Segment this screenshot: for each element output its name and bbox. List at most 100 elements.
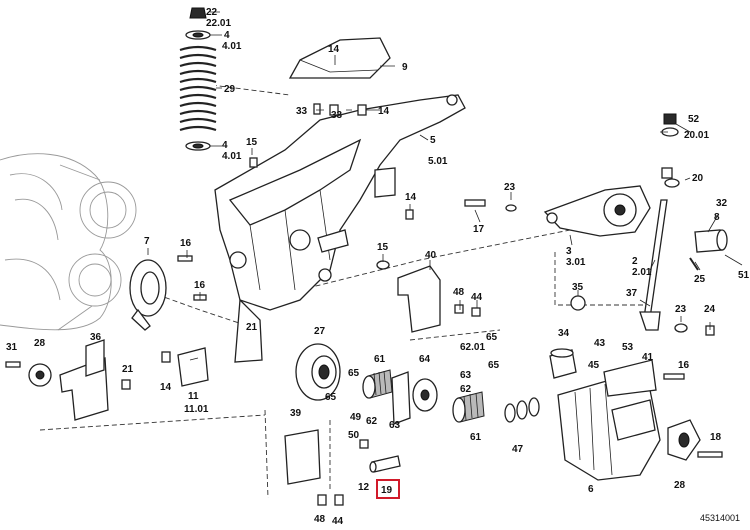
callout-44-bottom[interactable]: 44 [332,516,344,527]
callout-2-01[interactable]: 2.01 [632,267,652,278]
callout-4-top[interactable]: 4 [224,30,230,41]
callout-36[interactable]: 36 [90,332,102,343]
callout-20[interactable]: 20 [692,173,704,184]
assembly-lines [39,81,650,499]
callout-12[interactable]: 12 [358,482,370,493]
callout-64[interactable]: 64 [419,354,431,365]
callout-6[interactable]: 6 [588,484,594,495]
callout-3[interactable]: 3 [566,246,572,257]
callout-5-01[interactable]: 5.01 [428,156,448,167]
callout-50[interactable]: 50 [348,430,360,441]
callout-65-d[interactable]: 65 [488,360,500,371]
callout-28-right[interactable]: 28 [674,480,686,491]
callout-21-left[interactable]: 21 [122,364,134,375]
callout-14-low[interactable]: 14 [160,382,172,393]
callout-16-c[interactable]: 16 [678,360,690,371]
callout-5[interactable]: 5 [430,135,436,146]
callout-62-b[interactable]: 62 [460,384,472,395]
callout-65-a[interactable]: 65 [348,368,360,379]
callout-4-01-top[interactable]: 4.01 [222,41,242,52]
callout-7[interactable]: 7 [144,236,150,247]
callout-44-top[interactable]: 44 [471,292,483,303]
callout-labels: 22 22.01 4 4.01 29 4 4.01 14 9 33 33 14 … [6,7,750,527]
callout-27[interactable]: 27 [314,326,326,337]
left-bracket [28,339,109,421]
callout-62-01[interactable]: 62.01 [460,342,485,353]
callout-3-01[interactable]: 3.01 [566,257,586,268]
bracket-11 [177,347,209,387]
callout-23-top[interactable]: 23 [504,182,516,193]
guard-40 [397,265,441,333]
gearbox [504,348,701,481]
callout-22-01[interactable]: 22.01 [206,18,231,29]
callout-34[interactable]: 34 [558,328,570,339]
callout-4-bottom[interactable]: 4 [222,140,228,151]
highlight-box [376,479,400,499]
callout-22[interactable]: 22 [206,7,218,18]
callout-2[interactable]: 2 [632,256,638,267]
callout-29[interactable]: 29 [224,84,236,95]
callout-14-right[interactable]: 14 [405,192,417,203]
pin-19 [369,455,401,473]
callout-24[interactable]: 24 [704,304,716,315]
main-frame [214,94,466,363]
cover-plate [288,37,391,79]
callout-52[interactable]: 52 [688,114,700,125]
callout-37[interactable]: 37 [626,288,638,299]
rollers [362,369,485,425]
callout-14-top[interactable]: 14 [328,44,340,55]
callout-25[interactable]: 25 [694,274,706,285]
callout-61-right[interactable]: 61 [470,432,482,443]
callout-15-top[interactable]: 15 [246,137,258,148]
callout-16-b[interactable]: 16 [194,280,206,291]
callout-51[interactable]: 51 [738,270,750,281]
callout-43[interactable]: 43 [594,338,606,349]
callout-40[interactable]: 40 [425,250,437,261]
callout-31[interactable]: 31 [6,342,18,353]
callout-15-bottom[interactable]: 15 [377,242,389,253]
callout-11-01[interactable]: 11.01 [184,404,209,415]
callout-49[interactable]: 49 [350,412,362,423]
callout-20-01[interactable]: 20.01 [684,130,709,141]
callout-47[interactable]: 47 [512,444,524,455]
leader-lines [147,11,743,330]
callout-23-right[interactable]: 23 [675,304,687,315]
callout-32[interactable]: 32 [716,198,728,209]
callout-4-01-bottom[interactable]: 4.01 [222,151,242,162]
callout-48-bottom[interactable]: 48 [314,514,326,525]
callout-17[interactable]: 17 [473,224,485,235]
drawing-code: 45314001 [700,513,740,523]
callout-65-c[interactable]: 65 [486,332,498,343]
callout-53[interactable]: 53 [622,342,634,353]
ghost-engine-outline [0,153,137,331]
bracket-39 [284,429,321,485]
callout-61-left[interactable]: 61 [374,354,386,365]
callout-48-top[interactable]: 48 [453,287,465,298]
callout-35[interactable]: 35 [572,282,584,293]
callout-39[interactable]: 39 [290,408,302,419]
callout-14-mid[interactable]: 14 [378,106,390,117]
callout-62-a[interactable]: 62 [366,416,378,427]
callout-19[interactable]: 19 [381,485,393,496]
callout-63-a[interactable]: 63 [389,420,401,431]
callout-65-b[interactable]: 65 [325,392,337,403]
callout-33-right[interactable]: 33 [331,110,343,121]
callout-11[interactable]: 11 [188,391,199,402]
lever-assembly [543,185,728,331]
callout-18[interactable]: 18 [710,432,722,443]
callout-45[interactable]: 45 [588,360,600,371]
callout-33-left[interactable]: 33 [296,106,308,117]
callout-21-mid[interactable]: 21 [246,322,258,333]
callout-28-left[interactable]: 28 [34,338,46,349]
callout-41[interactable]: 41 [642,352,654,363]
callout-16-a[interactable]: 16 [180,238,192,249]
hub-27 [295,343,341,401]
callout-9[interactable]: 9 [402,62,408,73]
disc-plate [129,259,167,331]
bolts-nuts [5,103,723,506]
callout-8[interactable]: 8 [714,212,720,223]
spring-assembly [179,7,217,151]
callout-63-b[interactable]: 63 [460,370,472,381]
